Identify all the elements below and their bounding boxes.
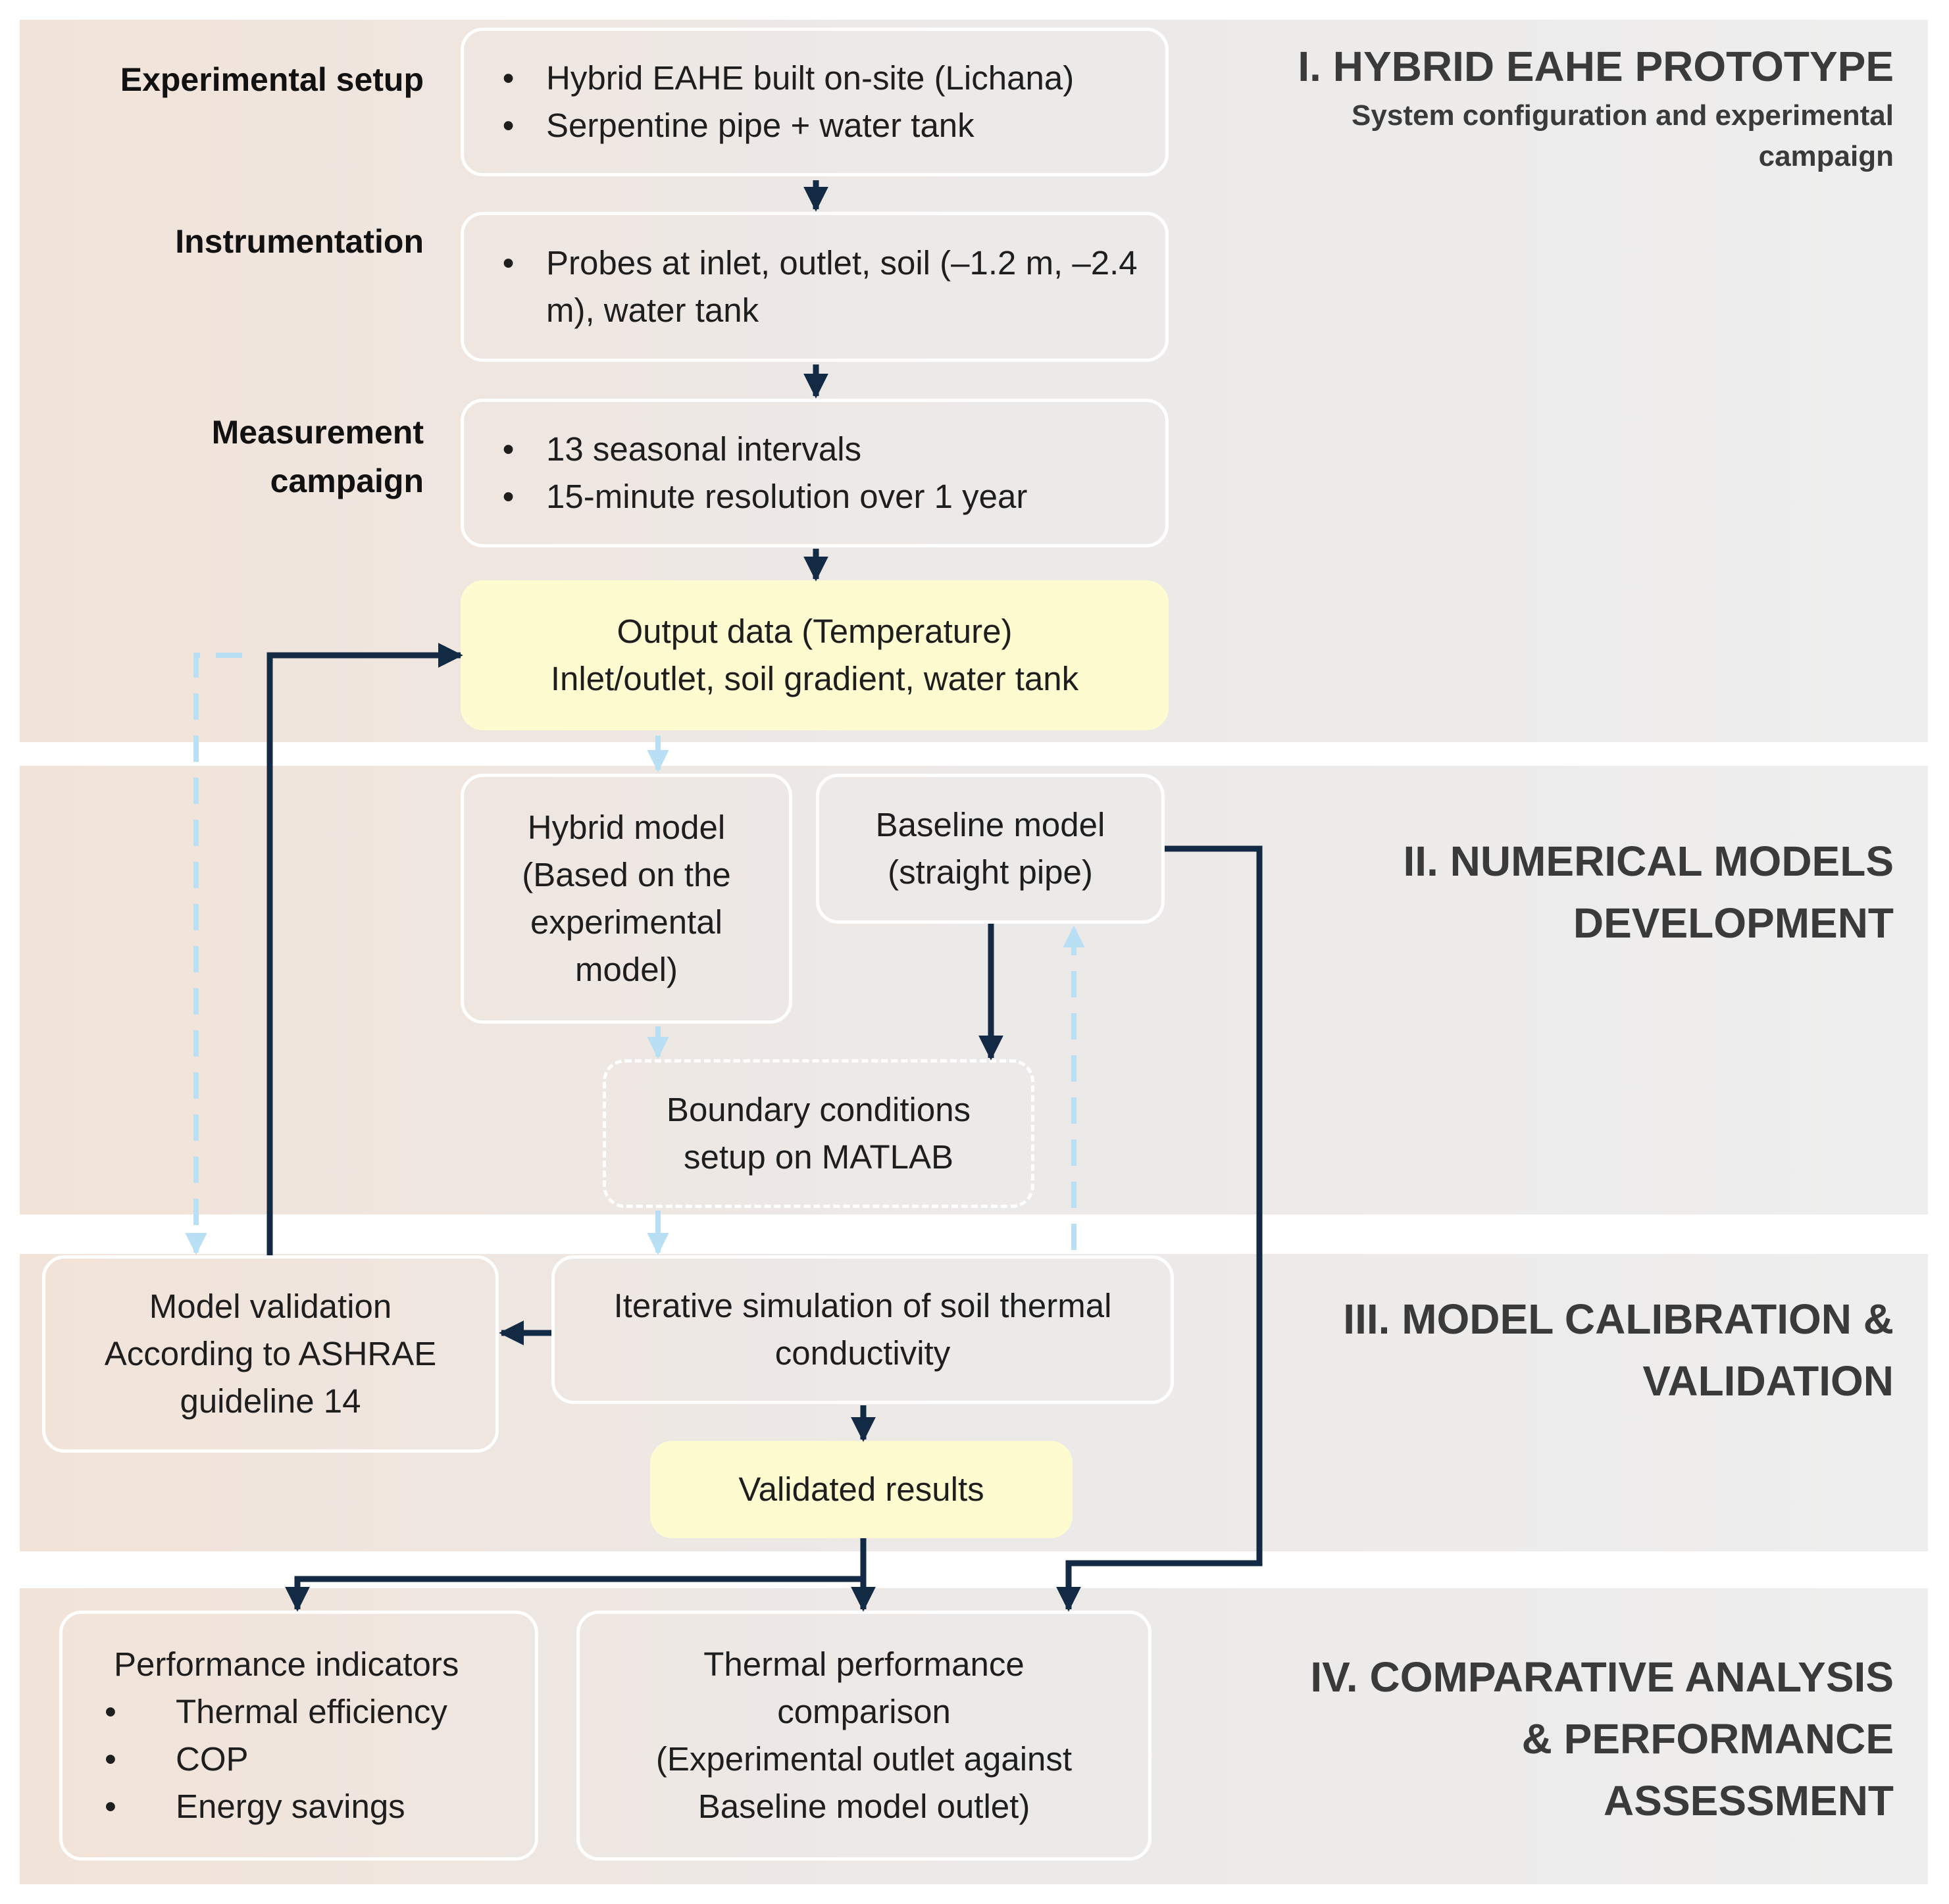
text-line: comparison: [777, 1693, 951, 1730]
bullet-icon: •: [502, 107, 515, 144]
text-line: Hybrid model: [527, 809, 726, 846]
bullet-icon: •: [105, 1788, 116, 1825]
text-line: III. MODEL CALIBRATION &: [1343, 1295, 1894, 1343]
label-measurement-campaign: Measurement campaign: [212, 408, 424, 505]
bullet-text: 15-minute resolution over 1 year: [546, 478, 1028, 515]
section-subtitle-1: System configuration and experimental cam…: [1352, 95, 1894, 177]
text-line: Inlet/outlet, soil gradient, water tank: [550, 660, 1079, 697]
section-title-3: III. MODEL CALIBRATION & VALIDATION: [1343, 1288, 1894, 1412]
text-line: guideline 14: [180, 1382, 361, 1420]
text-line: Experimental setup: [120, 61, 424, 98]
text-line: experimental: [530, 903, 722, 941]
bullet-item: • Energy savings: [105, 1783, 515, 1830]
section-band-2: [20, 766, 1928, 1215]
boundary-conditions-box: Boundary conditions setup on MATLAB: [603, 1059, 1034, 1208]
text-line: Iterative simulation of soil thermal: [613, 1287, 1112, 1324]
iterative-simulation-box: Iterative simulation of soil thermal cond…: [551, 1255, 1174, 1404]
text-line: Thermal performance: [703, 1645, 1025, 1683]
baseline-model-box: Baseline model (straight pipe): [816, 774, 1165, 924]
bullet-text: Probes at inlet, outlet, soil (–1.2 m, –…: [546, 244, 1138, 329]
bullet-text: Energy savings: [176, 1788, 405, 1825]
arrow-validated-to-indicators: [285, 1538, 867, 1612]
bullet-item: • Thermal efficiency: [105, 1688, 515, 1736]
bullet-icon: •: [502, 244, 515, 282]
thermal-comparison-box: Thermal performance comparison (Experiment…: [576, 1611, 1152, 1861]
section-title-2: II. NUMERICAL MODELS DEVELOPMENT: [1404, 830, 1894, 954]
text-line: ASSESSMENT: [1604, 1777, 1894, 1824]
label-instrumentation: Instrumentation: [175, 217, 424, 266]
section-title-1: I. HYBRID EAHE PROTOTYPE: [1298, 36, 1894, 97]
bullet-icon: •: [105, 1693, 116, 1730]
text-line: System configuration and experimental: [1352, 99, 1894, 132]
bullet-text: Serpentine pipe + water tank: [546, 107, 974, 144]
bullet-text: Hybrid EAHE built on-site (Lichana): [546, 59, 1075, 97]
section-title-4: IV. COMPARATIVE ANALYSIS & PERFORMANCE ASS…: [1310, 1646, 1894, 1832]
bullet-item: • Hybrid EAHE built on-site (Lichana): [470, 55, 1139, 102]
bullet-icon: •: [502, 430, 515, 468]
text-line: campaign: [270, 463, 424, 499]
text-line: VALIDATION: [1642, 1357, 1894, 1405]
validated-results-box: Validated results: [650, 1441, 1073, 1538]
label-experimental-setup: Experimental setup: [120, 55, 424, 104]
arrow-output-to-validation-dashed: [185, 653, 242, 1255]
text-line: conductivity: [774, 1334, 951, 1372]
text-line: model): [575, 951, 678, 988]
bullet-item: • Serpentine pipe + water tank: [470, 102, 1139, 149]
text-line: Validated results: [738, 1470, 984, 1508]
bullet-item: • Probes at inlet, outlet, soil (–1.2 m, …: [470, 239, 1139, 334]
text-line: setup on MATLAB: [683, 1138, 954, 1176]
bullet-item: • 13 seasonal intervals: [470, 426, 1139, 473]
hybrid-model-box: Hybrid model (Based on the experimental mod…: [461, 774, 792, 1024]
text-line: Boundary conditions: [666, 1091, 971, 1128]
section-band-4: [20, 1588, 1928, 1884]
bullet-text: COP: [176, 1740, 249, 1778]
arrow-baseline-to-comparison: [1056, 845, 1263, 1612]
bullet-icon: •: [105, 1740, 116, 1778]
bullet-item: • COP: [105, 1736, 515, 1783]
text-line: According to ASHRAE: [104, 1335, 437, 1372]
text-line: (Experimental outlet against: [655, 1740, 1073, 1778]
bullet-icon: •: [502, 478, 515, 515]
bullet-icon: •: [502, 59, 515, 97]
text-line: Output data (Temperature): [617, 613, 1013, 650]
text-line: Baseline model: [875, 806, 1105, 843]
bullet-item: • 15-minute resolution over 1 year: [470, 473, 1139, 520]
text-line: Baseline model outlet): [697, 1788, 1030, 1825]
text-line: I. HYBRID EAHE PROTOTYPE: [1298, 43, 1894, 90]
experimental-setup-box: • Hybrid EAHE built on-site (Lichana) • Ser…: [461, 28, 1169, 176]
text-line: campaign: [1758, 140, 1894, 172]
text-line: Model validation: [149, 1288, 392, 1325]
bullet-text: Thermal efficiency: [176, 1693, 447, 1730]
output-data-box: Output data (Temperature) Inlet/outlet, s…: [461, 580, 1169, 730]
bullet-text: 13 seasonal intervals: [546, 430, 862, 468]
text-line: & PERFORMANCE: [1521, 1715, 1894, 1763]
text-line: IV. COMPARATIVE ANALYSIS: [1310, 1653, 1894, 1701]
instrumentation-box: • Probes at inlet, outlet, soil (–1.2 m, …: [461, 212, 1169, 362]
measurement-campaign-box: • 13 seasonal intervals • 15-minute resolut…: [461, 399, 1169, 547]
text-line: (straight pipe): [888, 853, 1093, 891]
arrow-validation-to-output: [266, 643, 463, 1255]
text-line: II. NUMERICAL MODELS: [1403, 838, 1894, 885]
text-line: DEVELOPMENT: [1573, 899, 1894, 947]
text-line: Measurement: [211, 414, 424, 451]
text-line: Instrumentation: [175, 223, 424, 260]
performance-indicators-heading: Performance indicators: [114, 1645, 459, 1683]
performance-indicators-box: Performance indicators • Thermal efficienc…: [59, 1611, 538, 1861]
text-line: (Based on the: [522, 856, 731, 893]
